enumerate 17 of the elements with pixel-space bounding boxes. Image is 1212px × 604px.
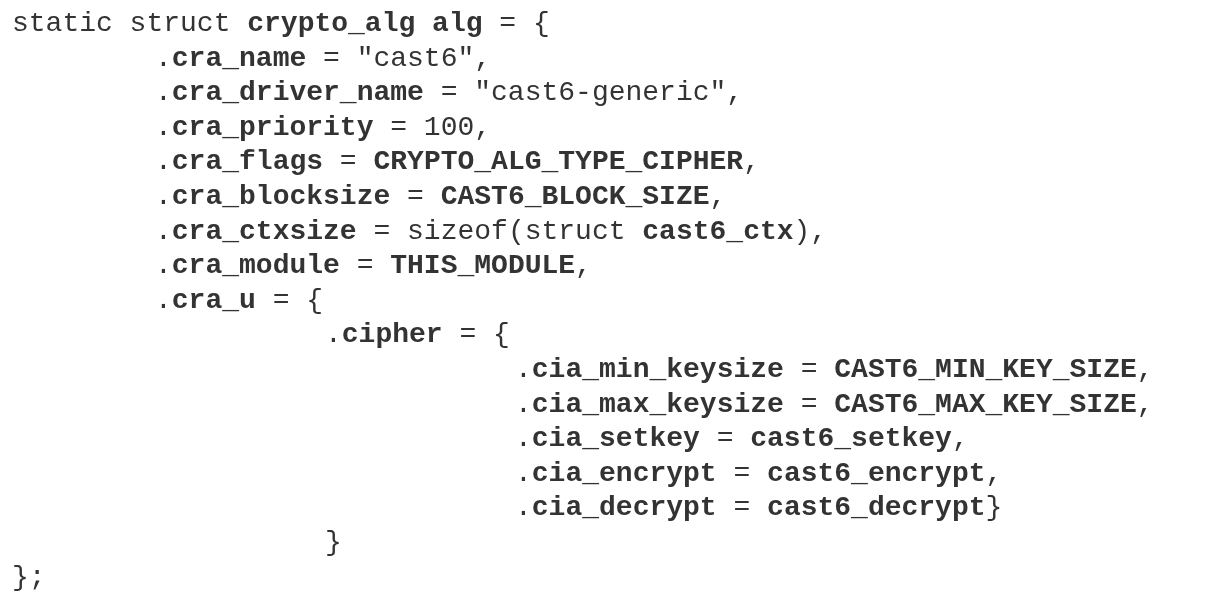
code-line: .cra_name = "cast6", <box>155 42 492 75</box>
code-line: .cia_decrypt = cast6_decrypt} <box>515 492 1003 525</box>
code-line: .cra_u = { <box>155 284 324 317</box>
code-line: .cra_driver_name = "cast6-generic", <box>155 77 744 110</box>
code-line: .cia_setkey = cast6_setkey, <box>515 423 969 456</box>
code-line: .cra_ctxsize = sizeof(struct cast6_ctx), <box>155 215 828 248</box>
code-line: .cra_flags = CRYPTO_ALG_TYPE_CIPHER, <box>155 146 760 179</box>
code-line: .cia_max_keysize = CAST6_MAX_KEY_SIZE, <box>515 388 1154 421</box>
code-line: .cra_blocksize = CAST6_BLOCK_SIZE, <box>155 181 727 213</box>
code-line: static struct crypto_alg alg = { <box>12 8 550 40</box>
code-line: }; <box>12 561 46 594</box>
code-line: .cia_encrypt = cast6_encrypt, <box>515 457 1003 490</box>
code-line: } <box>325 527 342 559</box>
code-line: .cia_min_keysize = CAST6_MIN_KEY_SIZE, <box>515 354 1154 386</box>
code-line: .cipher = { <box>325 319 510 352</box>
code-line: .cra_module = THIS_MODULE, <box>155 250 592 283</box>
code-line: .cra_priority = 100, <box>155 111 492 144</box>
